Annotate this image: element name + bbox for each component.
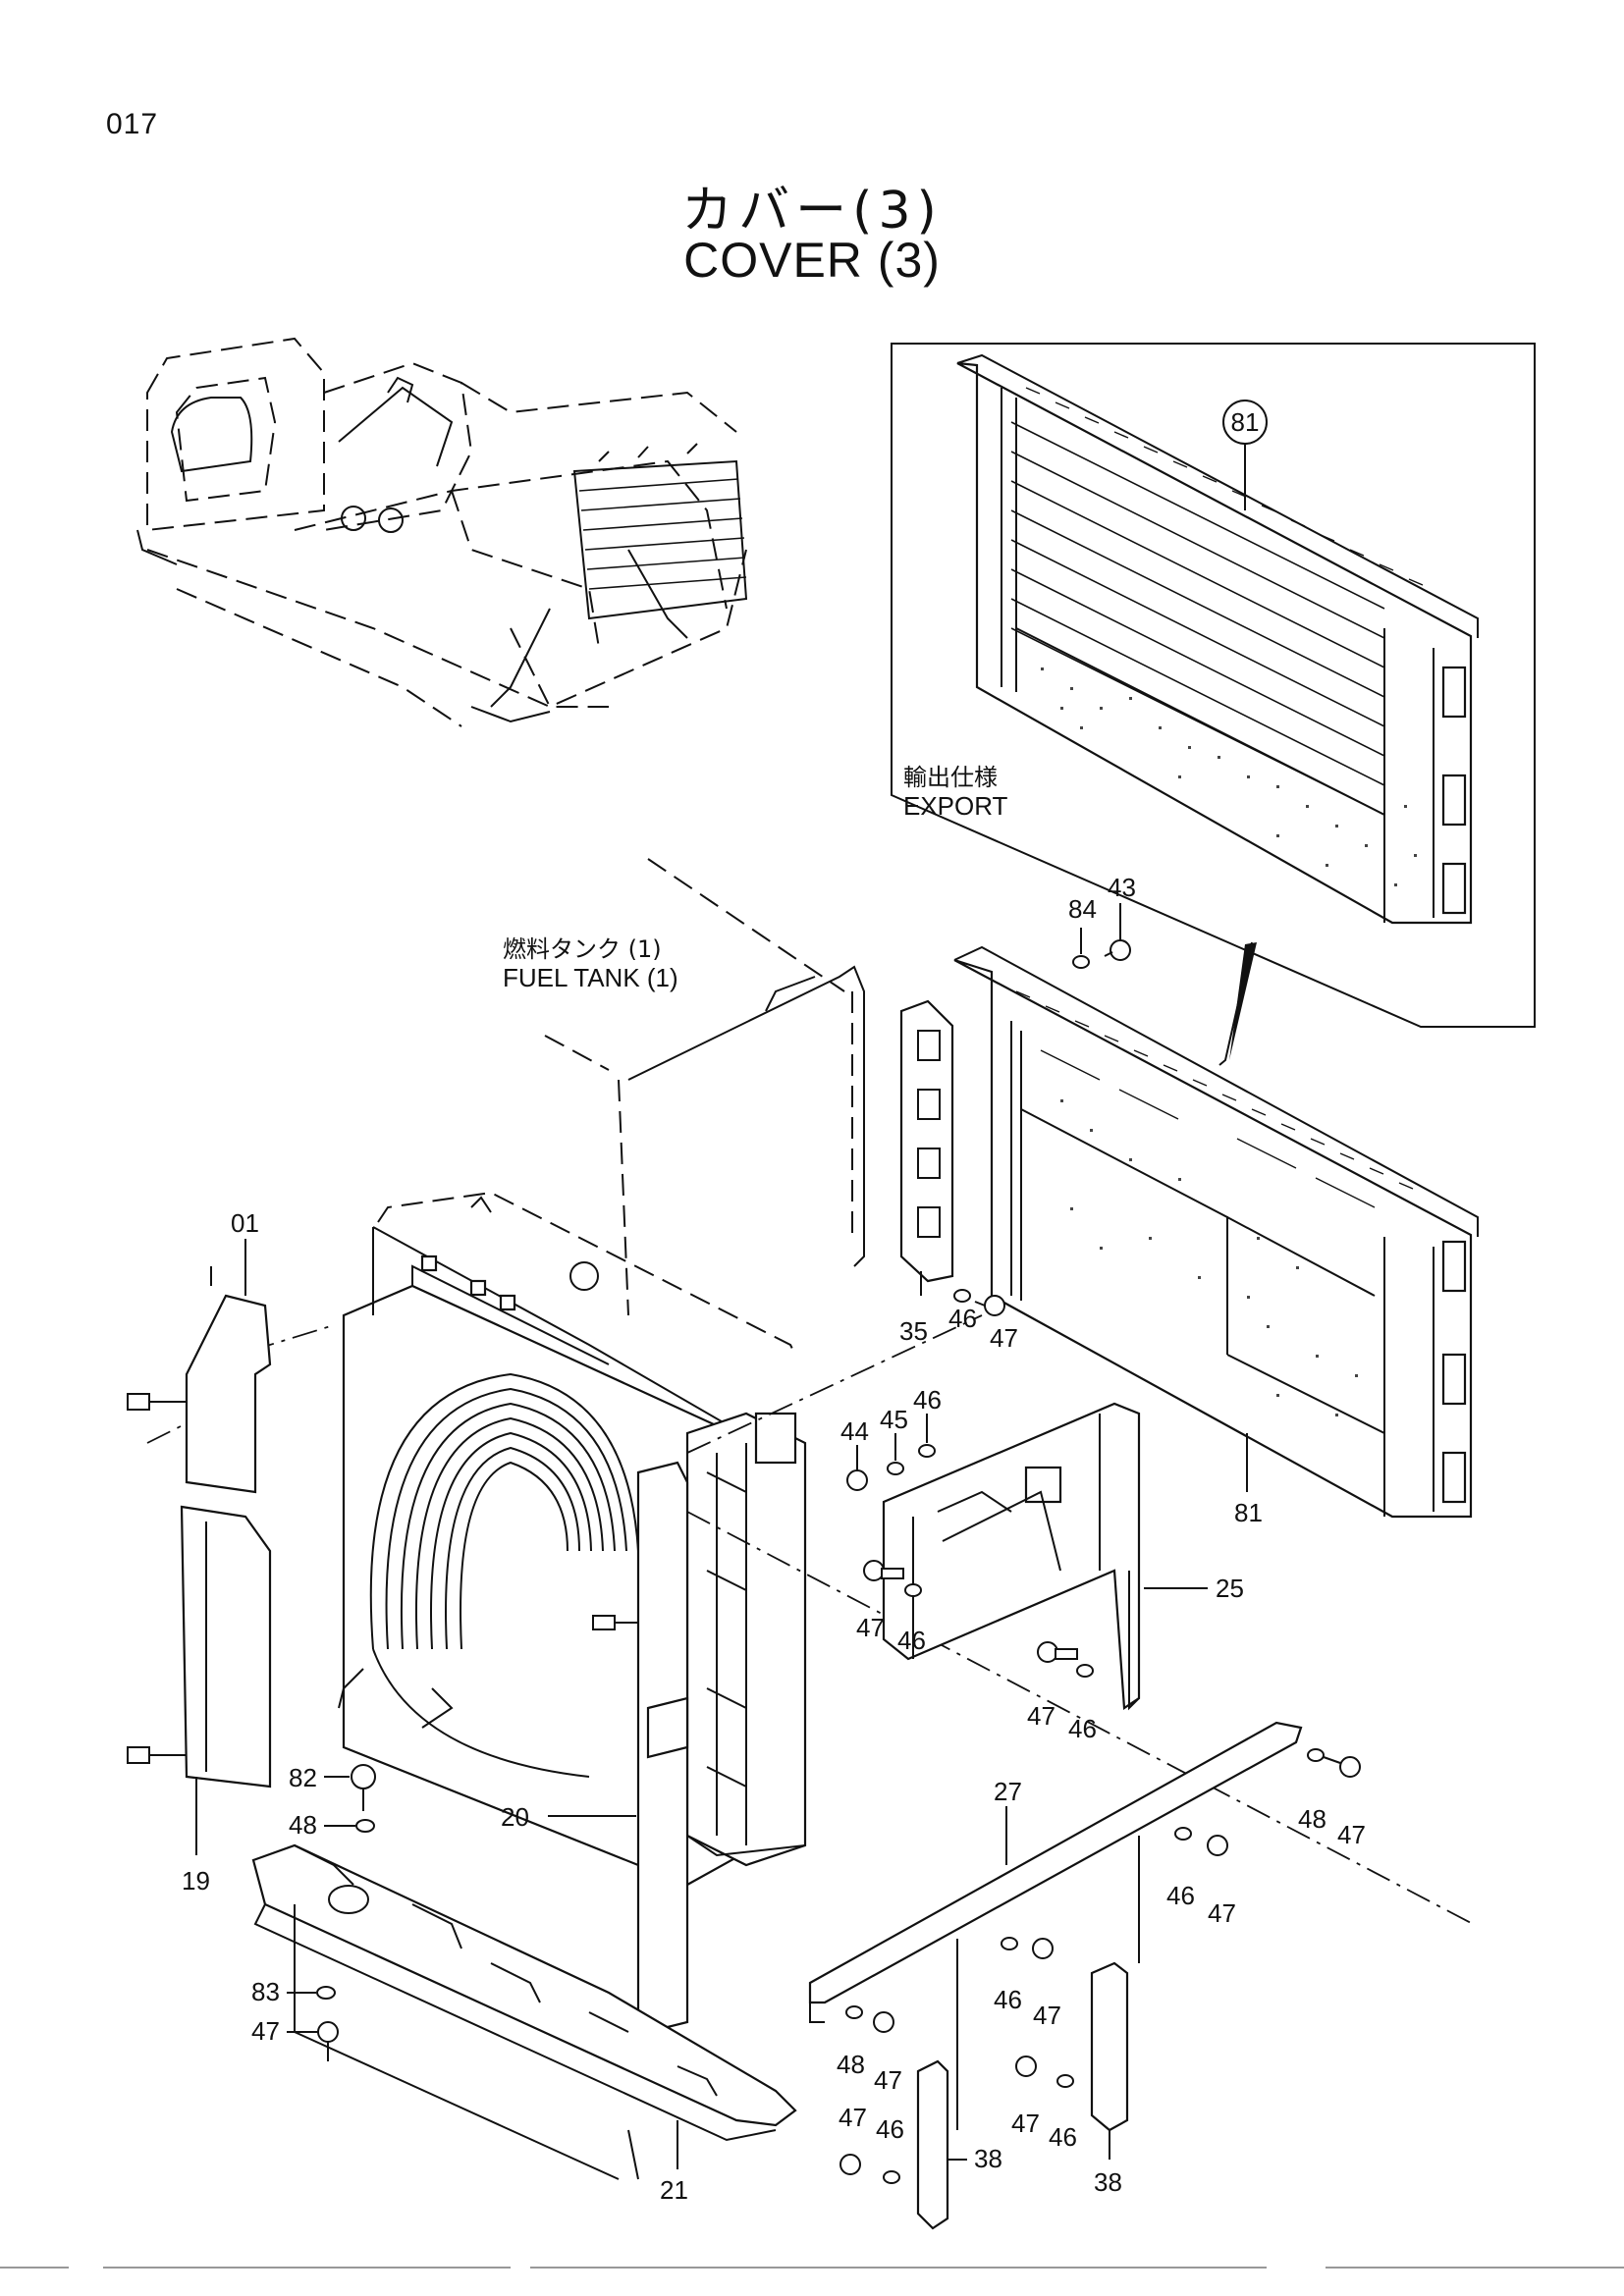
- bolt-47-washer-46-stay-lower: 46 47: [994, 1937, 1061, 2030]
- callout-19: 19: [182, 1866, 210, 1896]
- callout-46-c: 46: [897, 1626, 926, 1655]
- callout-83: 83: [251, 1977, 280, 2006]
- callout-47-j: 47: [1011, 2109, 1040, 2138]
- callout-43: 43: [1108, 873, 1136, 902]
- bolt-47-washer-46-right: 47 46: [1027, 1641, 1097, 1743]
- bolt-47-washer-46-lower-left: 47 46: [839, 2103, 904, 2184]
- bracket-38-left: 38: [916, 2059, 1002, 2230]
- fuel-tank-outline: 燃料タンク (1) FUEL TANK (1): [503, 858, 865, 1316]
- nut-44-washers-45-46: 44 45 46: [840, 1385, 942, 1491]
- callout-47-a: 47: [990, 1323, 1018, 1353]
- bolt-47-washer-46-stay: 46 47: [1166, 1827, 1236, 1928]
- callout-35: 35: [899, 1316, 928, 1346]
- side-cover-01: 01: [127, 1208, 272, 1494]
- export-inset-box: 81 輸出仕様 EXPORT: [891, 343, 1536, 1028]
- callout-46-d: 46: [1068, 1714, 1097, 1743]
- callout-48-c: 48: [837, 2050, 865, 2079]
- callout-81: 81: [1234, 1498, 1263, 1527]
- bolt-82-washer-48: 82 48: [289, 1763, 376, 1840]
- callout-46-e: 46: [1166, 1881, 1195, 1910]
- bracket-25: 25: [882, 1402, 1244, 1711]
- callout-20: 20: [501, 1802, 529, 1832]
- perforated-cover-panel: 81: [953, 945, 1479, 1527]
- callout-38-b: 38: [1094, 2167, 1122, 2197]
- page-title-english: COVER (3): [683, 233, 941, 288]
- bolt-47-washer-46-middle: 47 46: [856, 1560, 926, 1655]
- callout-47-d: 47: [1337, 1820, 1366, 1849]
- bolt-47-washer-46-lower-right: 47 46: [1011, 2056, 1077, 2152]
- callout-27: 27: [994, 1777, 1022, 1806]
- fuel-tank-caption-japanese: 燃料タンク (1): [503, 935, 662, 963]
- callout-46-f: 46: [994, 1985, 1022, 2014]
- callout-46-h: 46: [1049, 2122, 1077, 2152]
- bolt-43-washer-84: 84 43: [1068, 873, 1136, 969]
- callout-47-g: 47: [251, 2016, 280, 2046]
- callout-82: 82: [289, 1763, 317, 1792]
- fuel-tank-caption-english: FUEL TANK (1): [503, 963, 678, 992]
- radiator-core-assembly: 20: [338, 1191, 807, 2034]
- callout-46-b: 46: [913, 1385, 942, 1415]
- export-caption-english: EXPORT: [903, 791, 1008, 821]
- export-caption-japanese: 輸出仕様: [903, 764, 998, 791]
- callout-47-h: 47: [874, 2065, 902, 2095]
- bracket-38-right: 38: [1090, 1961, 1129, 2197]
- page-title-japanese: カバー(3): [681, 182, 943, 240]
- bolt-47-washer-48-right: 48 47: [1298, 1748, 1366, 1849]
- callout-81-export: 81: [1231, 407, 1260, 437]
- stay-27: 27: [808, 1721, 1303, 2130]
- callout-47-e: 47: [1208, 1898, 1236, 1928]
- callout-38-a: 38: [974, 2144, 1002, 2173]
- callout-45: 45: [880, 1405, 908, 1434]
- side-cover-19: 19: [127, 1505, 272, 1896]
- callout-48-a: 48: [289, 1810, 317, 1840]
- excavator-overview-illustration: [136, 337, 748, 727]
- hinge-bracket-35: 35: [899, 999, 954, 1346]
- callout-21: 21: [660, 2175, 688, 2205]
- callout-01: 01: [231, 1208, 259, 1238]
- callout-47-f: 47: [1033, 2001, 1061, 2030]
- bottom-cover-21: 21: [251, 1843, 797, 2205]
- page-number: 017: [106, 108, 159, 140]
- callout-48-b: 48: [1298, 1804, 1326, 1834]
- bolt-47-washer-46-upper: 46 47: [948, 1289, 1018, 1353]
- callout-25: 25: [1216, 1574, 1244, 1603]
- callout-44: 44: [840, 1416, 869, 1446]
- callout-47-b: 47: [856, 1613, 885, 1642]
- callout-47-c: 47: [1027, 1701, 1056, 1731]
- callout-84: 84: [1068, 894, 1097, 924]
- callout-47-i: 47: [839, 2103, 867, 2132]
- bolt-47-washer-48-lower: 48 47: [837, 2005, 902, 2095]
- callout-46-g: 46: [876, 2114, 904, 2144]
- bolt-47-washer-83: 83 47: [251, 1977, 339, 2061]
